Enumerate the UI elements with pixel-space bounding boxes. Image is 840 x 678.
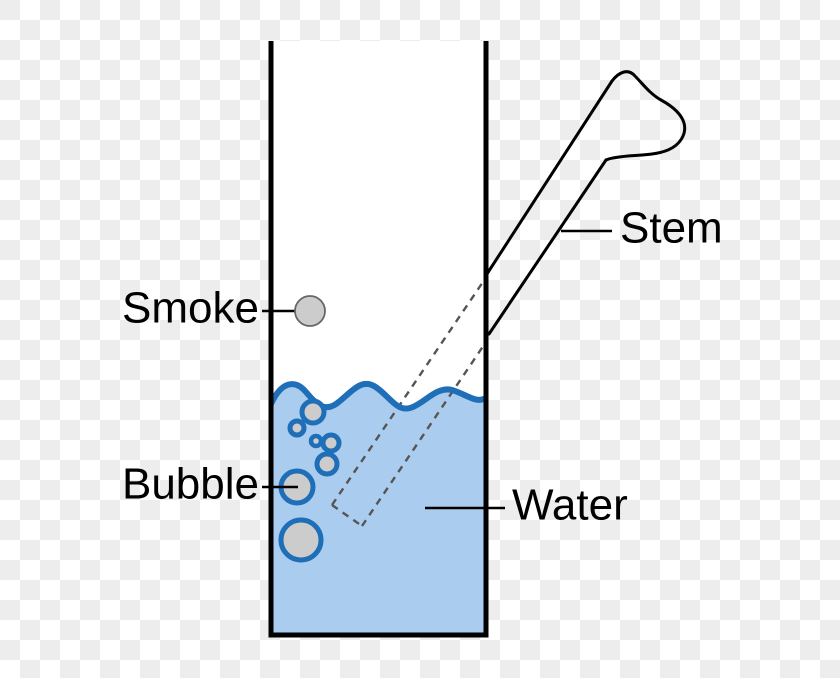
water-surface-group: [271, 381, 486, 412]
stem-outer-right-edge: [487, 158, 608, 336]
label-smoke: Smoke: [122, 284, 259, 333]
label-stem: Stem: [620, 204, 723, 253]
pipe-stem-group: [483, 70, 687, 336]
stem-mouthpiece: [604, 70, 687, 162]
bubble: [308, 433, 324, 449]
smoke-particle: [294, 295, 326, 327]
bubbles-group: [278, 398, 342, 563]
water-surface-wave: [271, 381, 486, 412]
glass-outline: [268, 41, 489, 638]
bubble: [287, 418, 307, 438]
bubble: [314, 451, 340, 477]
label-bubble: Bubble: [122, 460, 259, 509]
glass-walls-group: [268, 41, 489, 638]
bubble: [299, 398, 327, 426]
label-water: Water: [512, 481, 628, 530]
stem-hidden-group: [331, 275, 486, 527]
bubble: [320, 432, 342, 454]
bubble: [278, 517, 324, 563]
stem-hidden-bottom-cap: [331, 504, 363, 527]
stem-outer-left-edge: [483, 79, 614, 279]
